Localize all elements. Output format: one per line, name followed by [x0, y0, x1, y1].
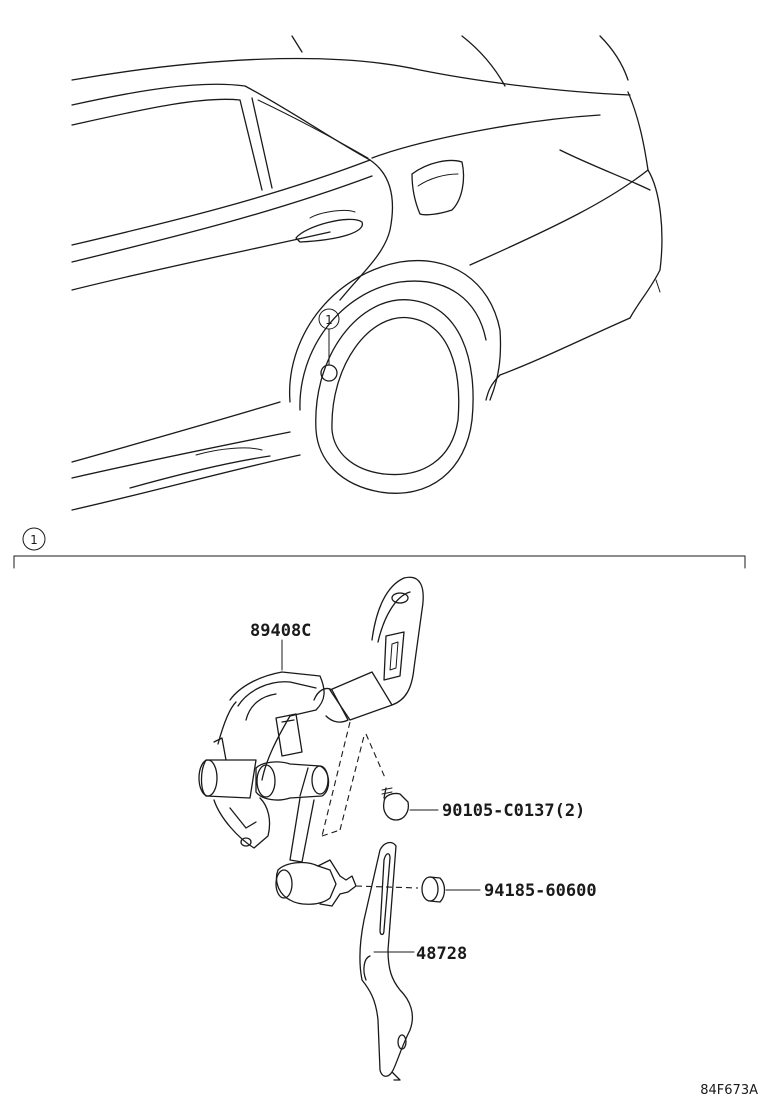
section-frame: [13, 527, 746, 569]
car-rear-quarter: [71, 35, 663, 511]
part-label-bolt: 90105-C0137(2): [442, 801, 585, 821]
nut-icon: [421, 876, 446, 903]
height-control-sensor: [198, 576, 424, 907]
part-label-sensor: 89408C: [250, 621, 311, 641]
section-marker: 1: [30, 533, 38, 547]
link-rod: [359, 841, 414, 1081]
callout-number: 1: [325, 313, 333, 327]
sensor-location-marker: [320, 364, 338, 382]
illustration-code: 84F673A: [700, 1083, 758, 1098]
part-label-link: 48728: [416, 944, 467, 964]
bolt-icon: [381, 787, 410, 821]
part-label-nut: 94185-60600: [484, 881, 597, 901]
